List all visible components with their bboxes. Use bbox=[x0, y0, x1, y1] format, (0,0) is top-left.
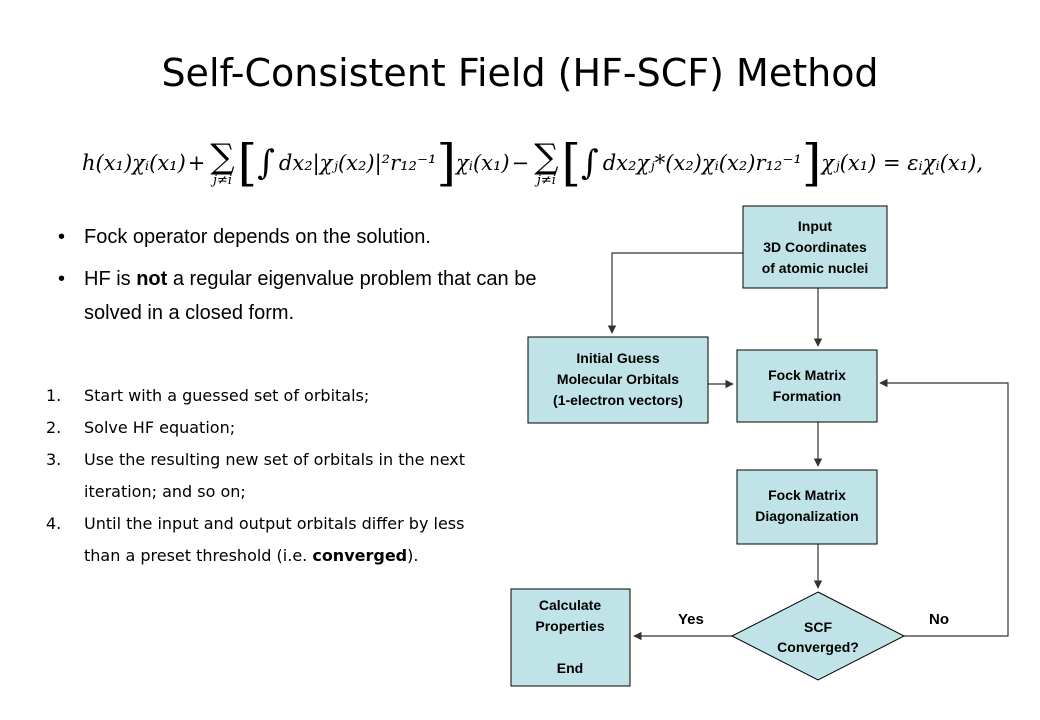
step-text: Solve HF equation; bbox=[84, 418, 236, 437]
hf-equation: h(x₁)χᵢ(x₁) + ∑ j≠i [ ∫ dx₂|χⱼ(x₂)|²r₁₂⁻… bbox=[82, 128, 983, 198]
scf-converged-decision bbox=[730, 591, 906, 681]
step-number: 1. bbox=[46, 386, 62, 405]
fock-formation-box bbox=[736, 349, 878, 423]
eq-sum-coulomb: ∑ j≠i bbox=[210, 140, 234, 187]
eq-plus: + bbox=[187, 151, 206, 175]
sigma-symbol: ∑ bbox=[534, 136, 559, 177]
left-bracket: [ bbox=[237, 134, 258, 192]
decision-line: Converged? bbox=[777, 639, 859, 655]
input-box-line: of atomic nuclei bbox=[762, 260, 869, 276]
left-bracket: [ bbox=[561, 134, 582, 192]
calc-line: End bbox=[557, 660, 583, 676]
bullet-text-post: a regular eigenvalue problem that can be… bbox=[84, 268, 543, 324]
fock-formation-line: Fock Matrix bbox=[768, 367, 846, 383]
initial-guess-line: Molecular Orbitals bbox=[557, 371, 679, 387]
step-number: 3. bbox=[46, 450, 62, 469]
decision-line: SCF bbox=[804, 619, 832, 635]
bullet-text-pre: HF is bbox=[84, 268, 137, 290]
eq-exchange-integrand: dx₂χⱼ*(x₂)χᵢ(x₂)r₁₂⁻¹ bbox=[602, 151, 802, 175]
initial-guess-box bbox=[527, 336, 709, 424]
calc-line: Calculate bbox=[539, 597, 601, 613]
eq-coulomb-orbital: χᵢ(x₁) bbox=[456, 151, 510, 175]
eq-rhs: χⱼ(x₁) = εᵢχᵢ(x₁), bbox=[821, 151, 983, 175]
bullet-text: Fock operator depends on the solution. bbox=[84, 226, 431, 248]
bullet-list: Fock operator depends on the solution. H… bbox=[58, 220, 558, 338]
bullet-text-bold: not bbox=[136, 268, 168, 290]
edge-decision-loop-back bbox=[879, 378, 1009, 637]
eq-term-one-electron: h(x₁)χᵢ(x₁) bbox=[82, 151, 186, 175]
step-number: 2. bbox=[46, 418, 62, 437]
step-item: 2. Solve HF equation; bbox=[46, 412, 496, 444]
eq-sum-index: j≠i bbox=[536, 172, 556, 188]
sigma-symbol: ∑ bbox=[210, 136, 235, 177]
step-item: 1. Start with a guessed set of orbitals; bbox=[46, 380, 496, 412]
steps-list: 1.Start with a guessed set of orbitals; … bbox=[46, 380, 496, 572]
step-text-pre: Until the input and output orbitals diff… bbox=[84, 514, 470, 565]
input-box-line: 3D Coordinates bbox=[763, 239, 867, 255]
initial-guess-line: (1-electron vectors) bbox=[553, 392, 683, 408]
step-item: 3. Use the resulting new set of orbitals … bbox=[46, 444, 496, 508]
fock-diagonalization-line: Diagonalization bbox=[755, 508, 858, 524]
eq-sum-index: j≠i bbox=[212, 172, 233, 188]
no-label: No bbox=[929, 611, 949, 628]
fock-diagonalization-box bbox=[736, 469, 878, 545]
eq-minus: − bbox=[511, 151, 530, 175]
integral-symbol: ∫ bbox=[581, 143, 599, 183]
eq-sum-exchange: ∑ j≠i bbox=[534, 140, 558, 187]
input-box bbox=[742, 205, 888, 289]
step-text-post: ). bbox=[407, 546, 419, 565]
yes-label: Yes bbox=[678, 611, 704, 628]
right-bracket: ] bbox=[801, 134, 822, 192]
eq-coulomb-integrand: dx₂|χⱼ(x₂)|²r₁₂⁻¹ bbox=[278, 151, 437, 175]
step-item: 4. Until the input and output orbitals di… bbox=[46, 508, 496, 572]
integral-symbol: ∫ bbox=[257, 143, 275, 183]
input-box-line: Input bbox=[798, 218, 833, 234]
step-text: Start with a guessed set of orbitals; bbox=[84, 386, 370, 405]
page-title: Self-Consistent Field (HF-SCF) Method bbox=[161, 51, 879, 95]
calculate-properties-box bbox=[510, 588, 631, 687]
fock-diagonalization-line: Fock Matrix bbox=[768, 487, 846, 503]
step-text: Use the resulting new set of orbitals in… bbox=[84, 450, 465, 501]
bullet-item: HF is not a regular eigenvalue problem t… bbox=[58, 262, 558, 330]
step-text-bold: converged bbox=[312, 546, 408, 565]
step-number: 4. bbox=[46, 514, 62, 533]
bullet-item: Fock operator depends on the solution. bbox=[58, 220, 558, 254]
edge-input-to-guess bbox=[607, 252, 743, 334]
right-bracket: ] bbox=[436, 134, 456, 192]
calc-line: Properties bbox=[535, 618, 604, 634]
initial-guess-line: Initial Guess bbox=[576, 350, 659, 366]
fock-formation-line: Formation bbox=[773, 388, 841, 404]
